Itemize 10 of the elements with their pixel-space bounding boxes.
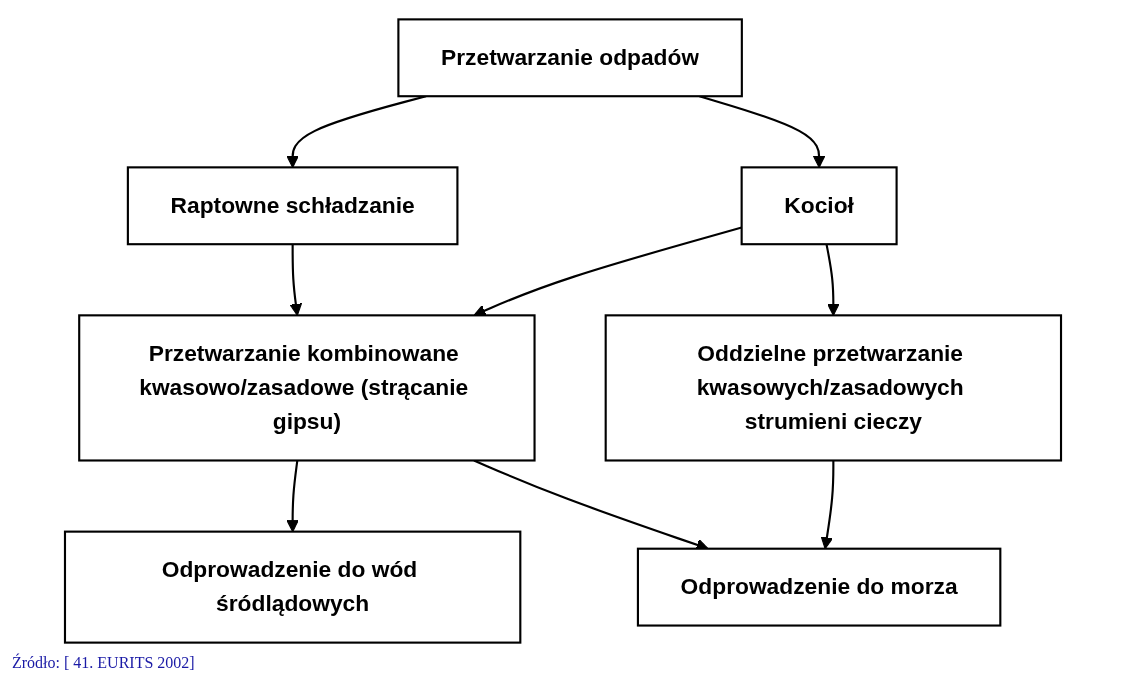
node-box: Raptowne schładzanie <box>126 166 459 246</box>
node-box: Oddzielne przetwarzanie kwasowych/zasadowych strumieni cieczy <box>604 314 1063 462</box>
node-box: Odprowadzenie do wód śródlądowych <box>63 530 522 644</box>
arrow <box>289 244 303 316</box>
arrow <box>825 244 840 316</box>
node-box: Odprowadzenie do morza <box>636 547 1002 627</box>
node-box: Kocioł <box>740 166 898 246</box>
node-box: Przetwarzanie kombinowane kwasowo/zasadowe (strącanie gipsu) <box>78 314 536 462</box>
node-box: Przetwarzanie odpadów <box>397 18 743 98</box>
source-caption: Źródło: [ 41. EURITS 2002] <box>12 654 196 672</box>
